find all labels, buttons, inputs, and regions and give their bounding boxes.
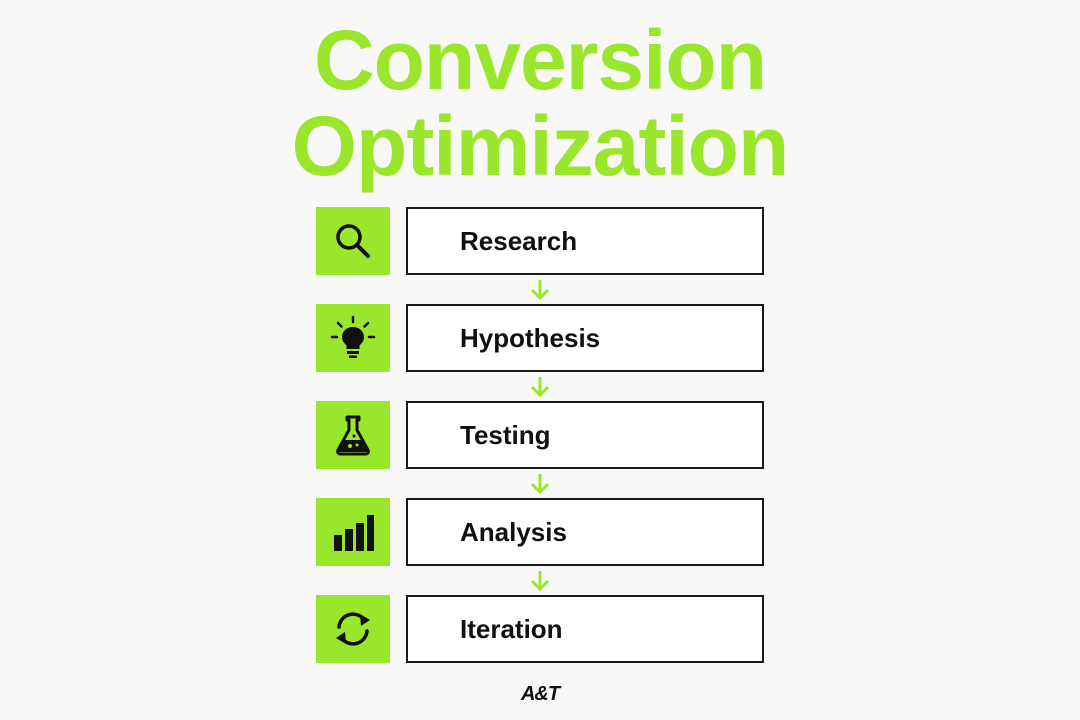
step-label-box: Analysis [406,498,764,566]
arrow-down-icon [528,278,552,302]
step-analysis: Analysis [316,498,764,566]
step-label: Research [460,225,578,256]
brand-logo: A&T [520,683,560,705]
arrow-down-icon [528,569,552,593]
step-hypothesis: Hypothesis [316,304,764,372]
arrow-down-icon [528,472,552,496]
title-line-2: Optimization [291,99,790,193]
bar-chart-icon [316,498,390,566]
step-label: Analysis [460,516,567,547]
step-label-box: Testing [406,401,764,469]
magnifying-glass-icon [316,207,390,275]
page-title: Conversion Optimization [0,18,1080,190]
lightbulb-icon [316,304,390,372]
step-label-box: Iteration [406,595,764,663]
step-label-box: Hypothesis [406,304,764,372]
step-research: Research [316,207,764,275]
step-label: Testing [460,419,551,450]
refresh-cycle-icon [316,595,390,663]
step-label-box: Research [406,207,764,275]
arrow-down-icon [528,375,552,399]
step-iteration: Iteration [316,595,764,663]
step-label: Hypothesis [460,322,601,353]
title-line-1: Conversion [313,13,767,107]
step-testing: Testing [316,401,764,469]
step-label: Iteration [460,613,563,644]
flask-icon [316,401,390,469]
